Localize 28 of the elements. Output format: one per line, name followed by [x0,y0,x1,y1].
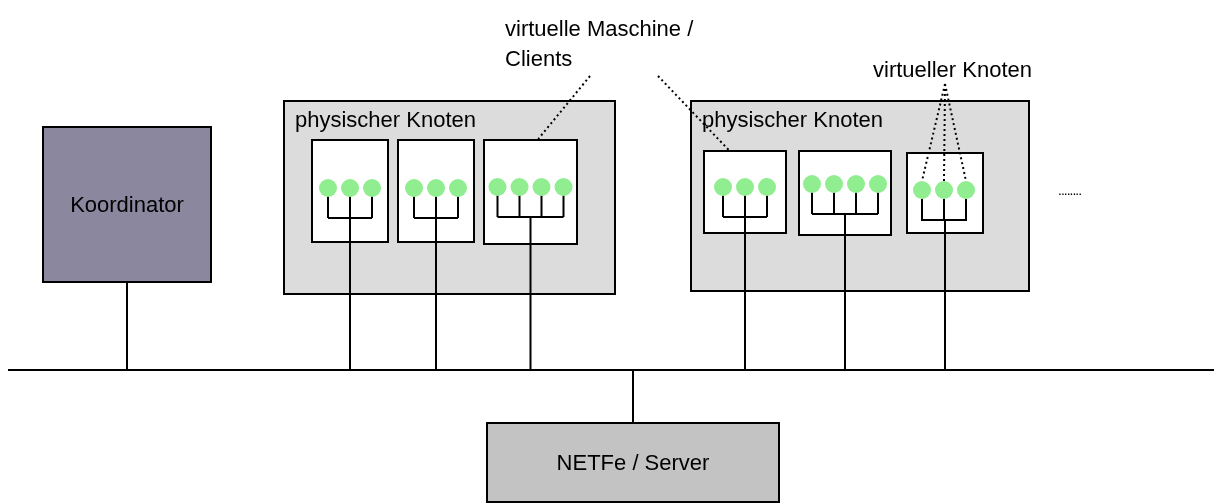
bus-line [8,369,1214,371]
virtual-machine-box [703,150,787,234]
callout-label: virtuelle Maschine / Clients [505,14,765,76]
leader-line [537,75,591,140]
node-title: physischer Knoten [295,106,476,134]
virtual-machine-box [397,139,475,243]
virtual-machine-box [906,152,984,234]
connector-line [349,242,351,370]
node-title: physischer Knoten [702,106,883,134]
callout-label: virtueller Knoten [873,55,1078,84]
leader-line [657,75,730,151]
physical-node-box [690,100,1030,292]
connector-line [435,242,437,370]
connector-line [844,235,846,370]
server-box [486,422,780,503]
coordinator-box [42,126,212,283]
virtual-machine-box [311,139,389,243]
connector-line [126,282,128,370]
connector-line [529,244,532,370]
virtual-machine-box [798,150,892,236]
leader-line [944,83,967,182]
physical-node-box [283,100,616,295]
virtual-machine-box [483,139,578,245]
box-label: Koordinator [70,191,184,219]
connector-line [744,233,746,370]
ellipsis-label: ........ [1058,181,1082,200]
box-label: NETFe / Server [556,449,710,477]
connector-line [632,370,634,423]
